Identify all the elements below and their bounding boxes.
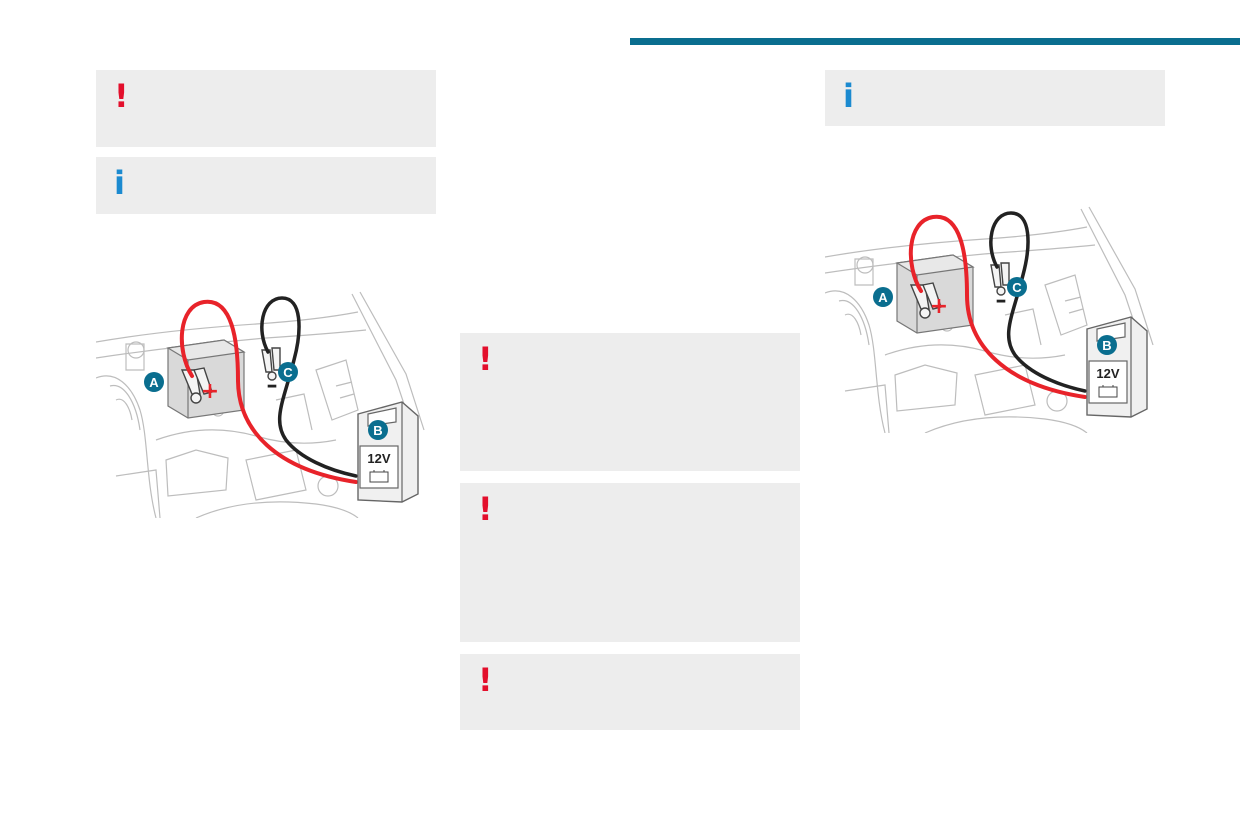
info-icon: i — [114, 164, 125, 202]
header-accent-bar — [630, 38, 1240, 45]
warning-notice: ! — [460, 333, 800, 471]
warning-notice: ! — [460, 654, 800, 730]
info-notice: i — [825, 70, 1165, 126]
exclamation-icon: ! — [478, 490, 493, 528]
negative-symbol: – — [267, 373, 278, 398]
svg-text:A: A — [149, 375, 159, 390]
callout-b: B — [368, 420, 388, 440]
charger-voltage-label: 12V — [367, 451, 390, 466]
callout-a: A — [873, 287, 893, 307]
warning-notice: ! — [460, 483, 800, 642]
svg-text:A: A — [878, 290, 888, 305]
battery-charger-diagram: 12V + – A B C — [96, 290, 426, 518]
positive-symbol: + — [201, 379, 219, 404]
negative-cable — [989, 211, 1087, 393]
exclamation-icon: ! — [478, 661, 493, 699]
positive-symbol: + — [930, 294, 948, 319]
positive-clamp — [180, 367, 213, 404]
warning-notice: ! — [96, 70, 436, 147]
positive-cable — [179, 299, 358, 484]
diagram-illustration: 12V + – A B C — [825, 206, 1154, 433]
diagram-illustration: 12V + – A B C — [96, 291, 425, 518]
callout-b: B — [1097, 335, 1117, 355]
exclamation-icon: ! — [114, 77, 129, 115]
charger-voltage-label: 12V — [1096, 366, 1119, 381]
battery-charger: 12V — [1086, 316, 1148, 418]
positive-cable — [908, 214, 1087, 399]
exclamation-icon: ! — [478, 340, 493, 378]
info-icon: i — [843, 77, 854, 115]
battery-charger-diagram: 12V + – A B C — [825, 205, 1155, 433]
svg-text:C: C — [283, 365, 293, 380]
svg-text:B: B — [373, 423, 382, 438]
callout-c: C — [278, 362, 298, 382]
positive-clamp — [909, 282, 942, 319]
svg-text:C: C — [1012, 280, 1022, 295]
negative-symbol: – — [996, 288, 1007, 313]
callout-a: A — [144, 372, 164, 392]
battery-charger: 12V — [357, 401, 419, 503]
negative-cable — [260, 296, 358, 478]
info-notice: i — [96, 157, 436, 214]
svg-text:B: B — [1102, 338, 1111, 353]
callout-c: C — [1007, 277, 1027, 297]
